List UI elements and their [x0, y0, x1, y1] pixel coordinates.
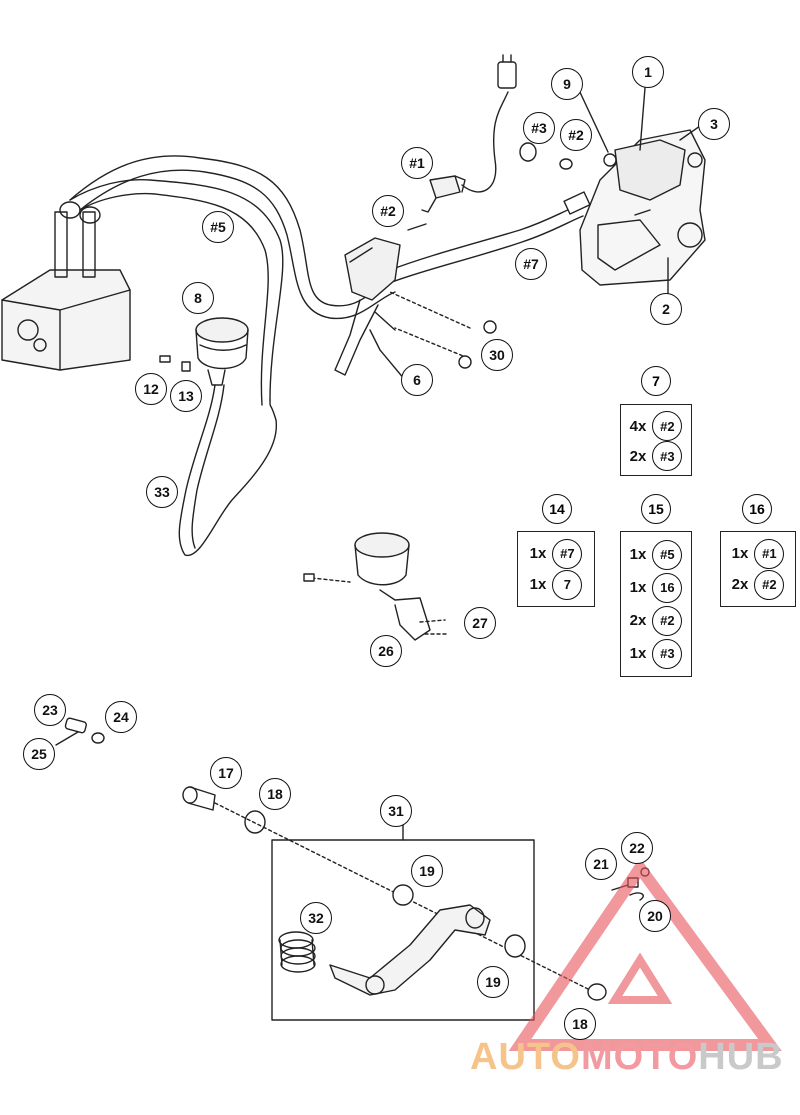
kit-box-7: 4x#2 2x#3	[620, 404, 692, 476]
callout-19: 19	[477, 966, 509, 998]
callout-32: 32	[300, 902, 332, 934]
kit-header-7: 7	[641, 366, 671, 396]
watermark-auto: AUTO	[470, 1036, 581, 1078]
callout-27: 27	[464, 607, 496, 639]
callout-24: 24	[105, 701, 137, 733]
callout-8: 8	[182, 282, 214, 314]
reservoir	[195, 317, 249, 386]
callout-31: 31	[380, 795, 412, 827]
kit-row: 4x#2	[621, 411, 691, 441]
banjo-bolt-part	[519, 142, 537, 162]
callout-21: 21	[585, 848, 617, 880]
sensor-cable	[461, 91, 509, 193]
seal-washer-part	[559, 158, 573, 170]
kit-row: 2x#3	[621, 441, 691, 471]
rear-reservoir-assembly	[303, 532, 449, 641]
watermark-text: AUTOMOTOHUB	[470, 1036, 784, 1079]
kit-header-14: 14	[542, 494, 572, 524]
bushing-part	[392, 884, 414, 906]
pin-part	[64, 717, 87, 734]
kit-box-16: 1x#1 2x#2	[720, 531, 796, 607]
callout-23: 23	[34, 694, 66, 726]
callout-33: 33	[146, 476, 178, 508]
kit-row: 2x#2	[621, 605, 691, 636]
master-cylinder	[334, 237, 401, 376]
callout-3: 3	[698, 108, 730, 140]
callout-17: 17	[210, 757, 242, 789]
watermark-hub: HUB	[698, 1036, 784, 1078]
callout-30: 30	[481, 339, 513, 371]
callout-hash-2: #2	[372, 195, 404, 227]
callout-hash-7: #7	[515, 248, 547, 280]
callout-6: 6	[401, 364, 433, 396]
kit-row: 1x#1	[721, 538, 795, 569]
kit-row: 2x#2	[721, 569, 795, 600]
brake-line-5-upper	[69, 155, 391, 307]
callout-hash-2: #2	[560, 119, 592, 151]
kit-header-15: 15	[641, 494, 671, 524]
callout-9: 9	[551, 68, 583, 100]
callout-13: 13	[170, 380, 202, 412]
reservoir-hose	[178, 384, 277, 556]
callout-19: 19	[411, 855, 443, 887]
callout-20: 20	[639, 900, 671, 932]
kit-row: 1x#3	[621, 638, 691, 669]
pressure-switch	[421, 175, 466, 213]
kit-row: 1x#7	[518, 538, 594, 569]
callout-12: 12	[135, 373, 167, 405]
callout-18: 18	[564, 1008, 596, 1040]
callout-18: 18	[259, 778, 291, 810]
kit-row: 1x#5	[621, 539, 691, 570]
watermark-logo	[508, 857, 782, 1051]
callout-hash-3: #3	[523, 112, 555, 144]
brake-pedal	[329, 904, 491, 996]
callout-25: 25	[23, 738, 55, 770]
brake-line-7	[389, 204, 581, 271]
watermark-moto: MOTO	[580, 1036, 699, 1078]
callout-1: 1	[632, 56, 664, 88]
callout-2: 2	[650, 293, 682, 325]
abs-unit	[1, 201, 131, 371]
callout-22: 22	[621, 832, 653, 864]
kit-header-16: 16	[742, 494, 772, 524]
callout-hash-1: #1	[401, 147, 433, 179]
callout-26: 26	[370, 635, 402, 667]
callout-hash-5: #5	[202, 211, 234, 243]
brake-line-5-lower	[79, 169, 396, 320]
return-spring	[278, 931, 316, 973]
pivot-bolt	[182, 786, 591, 991]
brake-caliper	[579, 129, 706, 286]
